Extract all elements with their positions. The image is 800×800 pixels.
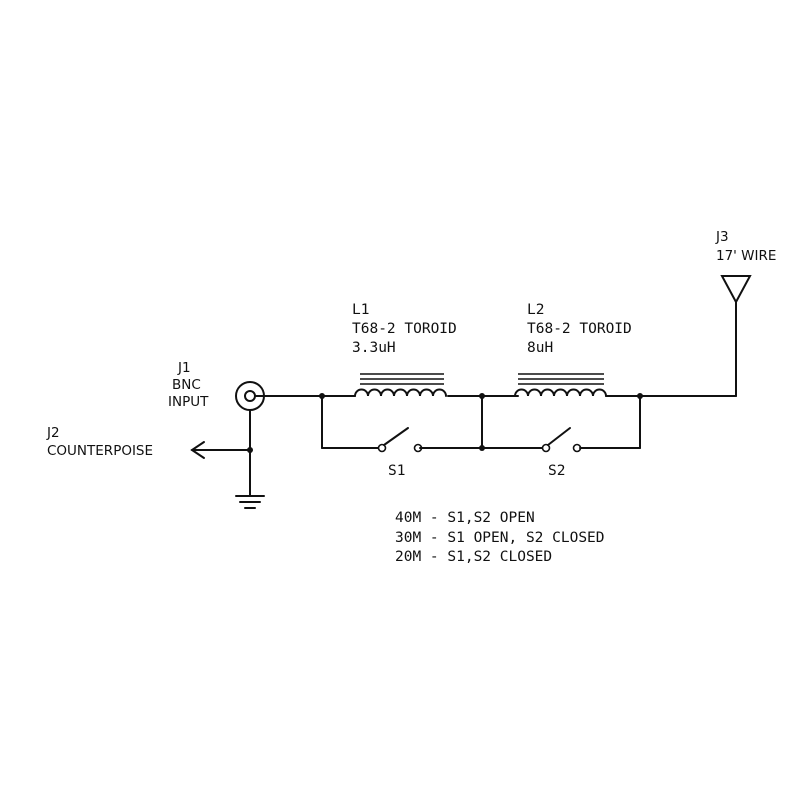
l2-part-label: T68-2 TOROID bbox=[527, 321, 632, 337]
j2-name-label: COUNTERPOISE bbox=[47, 443, 153, 459]
band-note-40m: 40M - S1,S2 OPEN bbox=[395, 510, 535, 526]
l1-toroid-inductor bbox=[354, 373, 447, 397]
s2-switch bbox=[541, 427, 582, 453]
l1-value-label: 3.3uH bbox=[352, 340, 396, 356]
j3-name-label: 17' WIRE bbox=[716, 248, 776, 264]
band-note-30m: 30M - S1 OPEN, S2 CLOSED bbox=[395, 530, 605, 546]
j1-function-label: INPUT bbox=[168, 394, 209, 410]
j3-ref-label: J3 bbox=[715, 229, 729, 245]
l2-value-label: 8uH bbox=[527, 340, 553, 356]
band-note-20m: 20M - S1,S2 CLOSED bbox=[395, 549, 552, 565]
s2-ref-label: S2 bbox=[548, 463, 565, 479]
j2-ref-label: J2 bbox=[46, 425, 60, 441]
circuit-wires bbox=[254, 301, 737, 451]
s1-ref-label: S1 bbox=[388, 463, 405, 479]
band-notes: 40M - S1,S2 OPEN 30M - S1 OPEN, S2 CLOSE… bbox=[395, 510, 605, 565]
s1-switch bbox=[377, 427, 423, 453]
j2-counterpoise-arrow bbox=[190, 441, 251, 459]
l1-part-label: T68-2 TOROID bbox=[352, 321, 457, 337]
l2-toroid-inductor bbox=[514, 373, 607, 397]
ground-symbol bbox=[235, 409, 265, 509]
j1-type-label: BNC bbox=[172, 377, 201, 393]
j3-antenna-symbol bbox=[720, 275, 752, 305]
l1-ref-label: L1 bbox=[352, 302, 369, 318]
j1-ref-label: J1 bbox=[177, 360, 191, 376]
l2-ref-label: L2 bbox=[527, 302, 544, 318]
